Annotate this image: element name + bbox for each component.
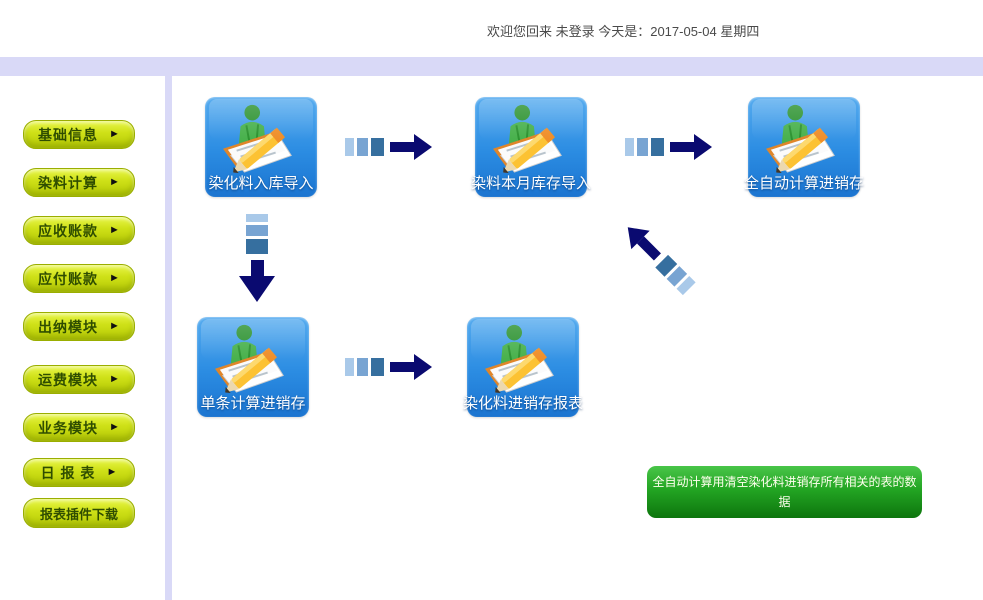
arrow-body — [390, 142, 414, 152]
tile-label: 全自动计算进销存 — [743, 175, 865, 192]
arrow-body — [670, 142, 694, 152]
clipboard-pencil-icon — [485, 324, 554, 394]
sidebar-item-cashier[interactable]: 出纳模块 ► — [23, 312, 135, 341]
arrow-right-icon: ► — [109, 176, 120, 188]
arrow-square — [357, 138, 368, 156]
arrow-right-icon: ► — [109, 373, 120, 385]
flow-arrow-diagonal — [614, 214, 702, 302]
flow-arrow-right-3 — [345, 354, 432, 380]
arrow-square — [246, 225, 268, 236]
sidebar-item-receivables[interactable]: 应收账款 ► — [23, 216, 135, 245]
tile-label: 染化料入库导入 — [208, 175, 314, 192]
flow-arrow-down — [239, 214, 275, 302]
sidebar-item-label: 应付账款 — [38, 270, 99, 287]
tile-dye-inbound-import[interactable]: 染化料入库导入 — [205, 97, 317, 197]
flow-arrow-right-1 — [345, 134, 432, 160]
sidebar-item-label: 业务模块 — [38, 419, 99, 436]
arrow-right-icon: ► — [109, 421, 120, 433]
sidebar-item-label: 报表插件下载 — [39, 506, 118, 522]
sidebar-item-freight[interactable]: 运费模块 ► — [23, 365, 135, 394]
sidebar-item-label: 日 报 表 — [40, 464, 96, 481]
sidebar-item-basic-info[interactable]: 基础信息 ► — [23, 120, 135, 149]
sidebar-item-label: 应收账款 — [38, 222, 99, 239]
arrow-head-right-icon — [414, 354, 432, 380]
sidebar-item-label: 染料计算 — [38, 174, 99, 191]
tile-dye-monthly-stock-import[interactable]: 染料本月库存导入 — [471, 97, 591, 197]
arrow-body — [636, 236, 661, 261]
arrow-body — [250, 260, 264, 276]
tile-single-calc-inventory[interactable]: 单条计算进销存 — [197, 317, 309, 417]
arrow-square — [371, 358, 384, 376]
tile-label: 单条计算进销存 — [200, 395, 306, 412]
sidebar-item-label: 运费模块 — [38, 371, 99, 388]
arrow-body — [390, 362, 414, 372]
arrow-square — [345, 358, 354, 376]
clipboard-pencil-icon — [493, 104, 562, 174]
arrow-head-right-icon — [694, 134, 712, 160]
arrow-square — [625, 138, 634, 156]
arrow-square — [246, 214, 268, 222]
arrow-head-right-icon — [414, 134, 432, 160]
arrow-square — [651, 138, 664, 156]
tile-label: 染化料进销存报表 — [462, 395, 584, 412]
sidebar-item-label: 出纳模块 — [38, 318, 99, 335]
arrow-right-icon: ► — [109, 320, 120, 332]
sidebar-item-payables[interactable]: 应付账款 ► — [23, 264, 135, 293]
arrow-right-icon: ► — [109, 128, 120, 140]
arrow-right-icon: ► — [109, 272, 120, 284]
clipboard-pencil-icon — [766, 104, 835, 174]
tile-auto-calc-inventory[interactable]: 全自动计算进销存 — [744, 97, 864, 197]
arrow-right-icon: ► — [109, 224, 120, 236]
sidebar-item-label: 基础信息 — [38, 126, 99, 143]
info-banner: 全自动计算用清空染化料进销存所有相关的表的数据 — [647, 466, 922, 518]
arrow-square — [637, 138, 648, 156]
clipboard-pencil-icon — [215, 324, 284, 394]
flow-arrow-right-2 — [625, 134, 712, 160]
arrow-head-down-icon — [239, 276, 275, 302]
arrow-square — [357, 358, 368, 376]
tile-label: 染料本月库存导入 — [470, 175, 592, 192]
welcome-status-text: 欢迎您回来 未登录 今天是：2017-05-04 星期四 — [487, 24, 760, 39]
clipboard-pencil-icon — [223, 104, 292, 174]
sidebar-item-business[interactable]: 业务模块 ► — [23, 413, 135, 442]
sidebar-divider — [165, 76, 172, 600]
tile-inventory-report[interactable]: 染化料进销存报表 — [463, 317, 583, 417]
arrow-square — [345, 138, 354, 156]
arrow-right-icon: ► — [106, 466, 118, 478]
arrow-square — [371, 138, 384, 156]
arrow-square — [246, 239, 268, 254]
header-divider-bar — [0, 57, 983, 76]
sidebar-item-daily-report[interactable]: 日 报 表 ► — [23, 458, 135, 487]
sidebar-item-dye-calc[interactable]: 染料计算 ► — [23, 168, 135, 197]
sidebar-item-report-plugin-download[interactable]: 报表插件下载 — [23, 498, 135, 528]
arrow-group — [618, 218, 698, 298]
